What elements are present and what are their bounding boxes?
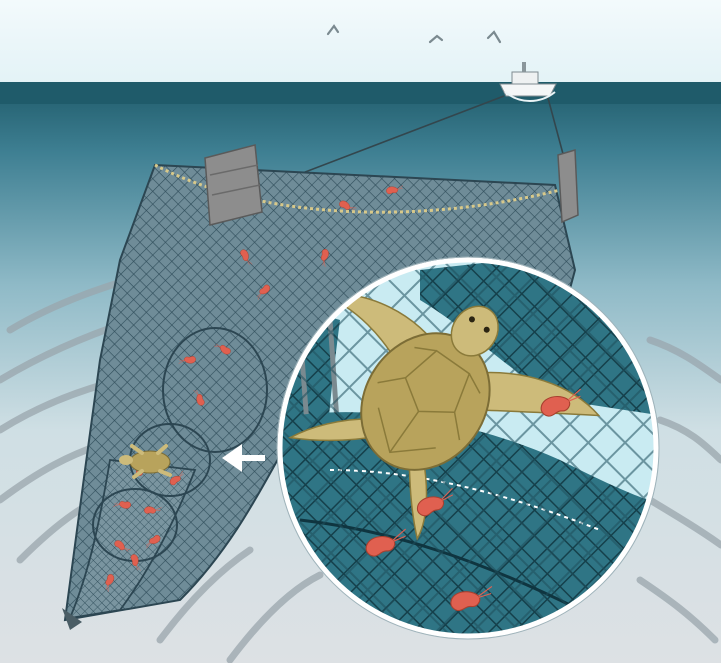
sky <box>0 0 721 88</box>
horizon-band <box>0 82 721 104</box>
